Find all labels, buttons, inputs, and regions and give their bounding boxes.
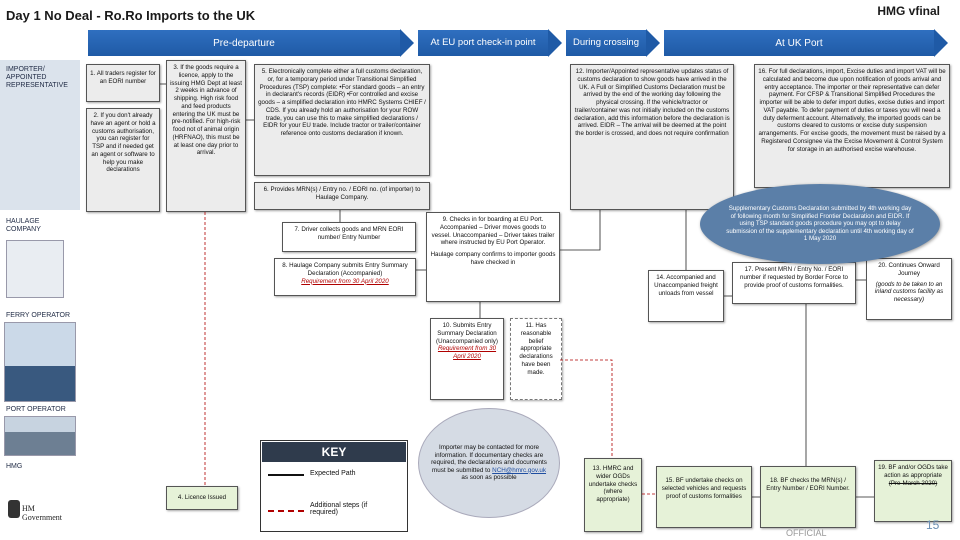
step-2-box: 2. If you don't already have an agent or… [86,108,160,212]
step-8-requirement: Requirement from 30 April 2020 [301,277,389,285]
additional-steps-arrow [268,510,304,512]
expected-path-arrow [268,474,304,476]
step-9-box: 9. Checks in for boarding at EU Port. Ac… [426,212,560,302]
phase-arrow-head [548,29,562,57]
phase-during-crossing: During crossing [566,30,646,56]
step-20-box: 20. Continues Onward Journey (goods to b… [866,258,952,320]
crest-icon [8,500,20,518]
step-14-box: 14. Accompanied and Unaccompanied freigh… [648,270,724,322]
lane-label-hmg: HMG [6,463,23,470]
page-title: Day 1 No Deal - Ro.Ro Imports to the UK [6,8,256,23]
phase-arrow-head [934,29,948,57]
step-19-text: 19. BF and/or OGDs take action as approp… [878,464,948,479]
lane-importer [0,60,80,210]
lane-label-ferry: FERRY OPERATOR [6,312,71,319]
step-10-box: 10. Submits Entry Summary Declaration (U… [430,318,504,400]
step-10-requirement: Requirement from 30 April 2020 [437,345,497,360]
step-18-box: 18. BF checks the MRN(s) / Entry Number … [760,466,856,528]
supplementary-declaration-oval: Supplementary Customs Declaration submit… [700,184,940,264]
step-15-box: 15. BF undertake checks on selected vehi… [656,466,752,528]
additional-steps-label: Additional steps (if required) [310,502,368,516]
page-number: 15 [926,518,940,532]
step-9-text: 9. Checks in for boarding at EU Port. Ac… [431,216,555,247]
lane-label-importer: IMPORTER/ APPOINTED REPRESENTATIVE [6,66,68,90]
step-20-note: (goods to be taken to an inland customs … [874,280,944,304]
hm-government-logo: HM Government [6,490,74,530]
key-title: KEY [262,442,406,462]
lane-label-port: PORT OPERATOR [6,406,66,413]
classification-label: OFFICIAL [786,528,827,538]
phase-uk-port: At UK Port [664,30,934,56]
lane-label-haulage: HAULAGE COMPANY [6,218,41,234]
contact-info-text: Importer may be contacted for more infor… [431,444,547,482]
contact-info-oval: Importer may be contacted for more infor… [418,408,560,518]
phase-pre-departure: Pre-departure [88,30,400,56]
step-8-text: 8. Haulage Company submits Entry Summary… [282,262,408,277]
step-8-box: 8. Haulage Company submits Entry Summary… [274,258,416,296]
step-9-confirm: Haulage company confirms to importer goo… [430,251,556,266]
step-13-box: 13. HMRC and wider OGDs undertake checks… [584,458,642,532]
step-19-box: 19. BF and/or OGDs take action as approp… [874,460,952,522]
step-20-text: 20. Continues Onward Journey [878,262,940,277]
phase-arrow-head [400,29,414,57]
logo-text: HM Government [22,504,62,522]
step-10-text: 10. Submits Entry Summary Declaration (U… [436,322,498,345]
truck-icon [6,240,64,298]
nch-email-link[interactable]: NCH@hmrc.gov.uk [492,466,547,474]
step-5-box: 5. Electronically complete either a full… [254,64,430,176]
step-17-box: 17. Present MRN / Entry No. / EORI numbe… [732,262,856,304]
step-12-box: 12. Importer/Appointed representative up… [570,64,734,210]
step-11-box: 11. Has reasonable belief appropriate de… [510,318,562,400]
step-6-box: 6. Provides MRN(s) / Entry no. / EORI no… [254,182,430,210]
step-4-box: 4. Licence Issued [166,486,238,510]
phase-eu-port: At EU port check-in point [418,30,548,56]
step-1-box: 1. All traders register for an EORI numb… [86,64,160,102]
phase-arrow-head [646,29,660,57]
version-label: HMG vfinal [877,4,940,18]
port-icon [4,416,76,456]
step-19-note: (Pre-March 2020) [888,479,938,487]
expected-path-label: Expected Path [310,470,356,477]
step-7-box: 7. Driver collects goods and MRN EORI nu… [282,222,416,252]
step-5-text: 5. Electronically complete either a full… [258,68,426,137]
step-3-box: 3. If the goods require a licence, apply… [166,60,246,212]
ferry-icon [4,322,76,402]
